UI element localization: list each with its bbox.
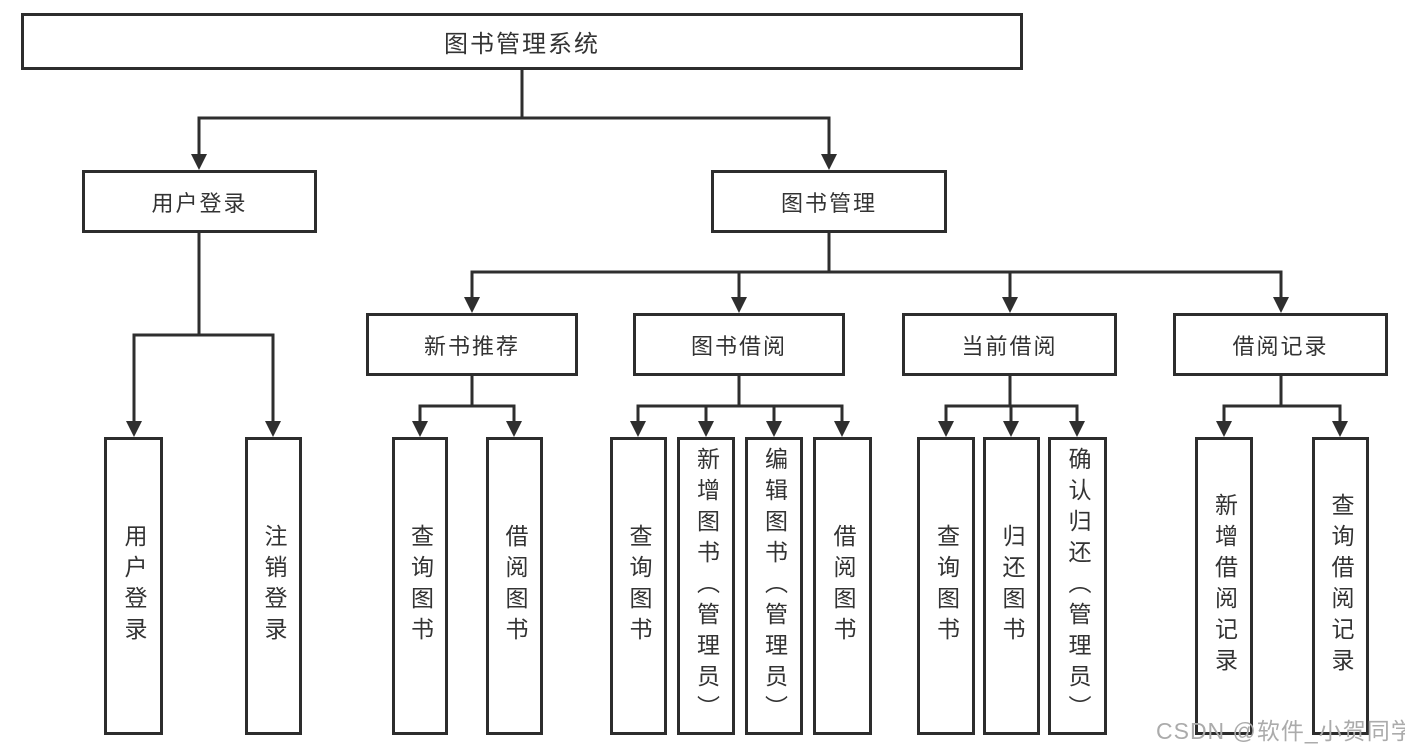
leaf-current-query: 查询图书 (917, 437, 975, 735)
node-new-book-recommend: 新书推荐 (366, 313, 578, 376)
node-book-borrow: 图书借阅 (633, 313, 845, 376)
leaf-record-query: 查询借阅记录 (1312, 437, 1369, 735)
node-current-borrow: 当前借阅 (902, 313, 1117, 376)
leaf-user-login: 用户登录 (104, 437, 163, 735)
leaf-newbook-query: 查询图书 (392, 437, 448, 735)
node-library-system: 图书管理系统 (21, 13, 1023, 70)
leaf-current-confirm-admin: 确认归还（管理员） (1048, 437, 1107, 735)
node-borrow-records: 借阅记录 (1173, 313, 1388, 376)
leaf-newbook-borrow: 借阅图书 (486, 437, 543, 735)
leaf-logout: 注销登录 (245, 437, 302, 735)
leaf-borrow-add-admin: 新增图书（管理员） (677, 437, 735, 735)
leaf-current-return: 归还图书 (983, 437, 1040, 735)
node-user-login: 用户登录 (82, 170, 317, 233)
leaf-borrow-edit-admin: 编辑图书（管理员） (745, 437, 803, 735)
leaf-borrow-lend: 借阅图书 (813, 437, 872, 735)
leaf-record-add: 新增借阅记录 (1195, 437, 1253, 735)
node-book-management: 图书管理 (711, 170, 947, 233)
csdn-watermark: CSDN @软件_小贺同学 (1156, 718, 1405, 744)
leaf-borrow-query: 查询图书 (610, 437, 667, 735)
